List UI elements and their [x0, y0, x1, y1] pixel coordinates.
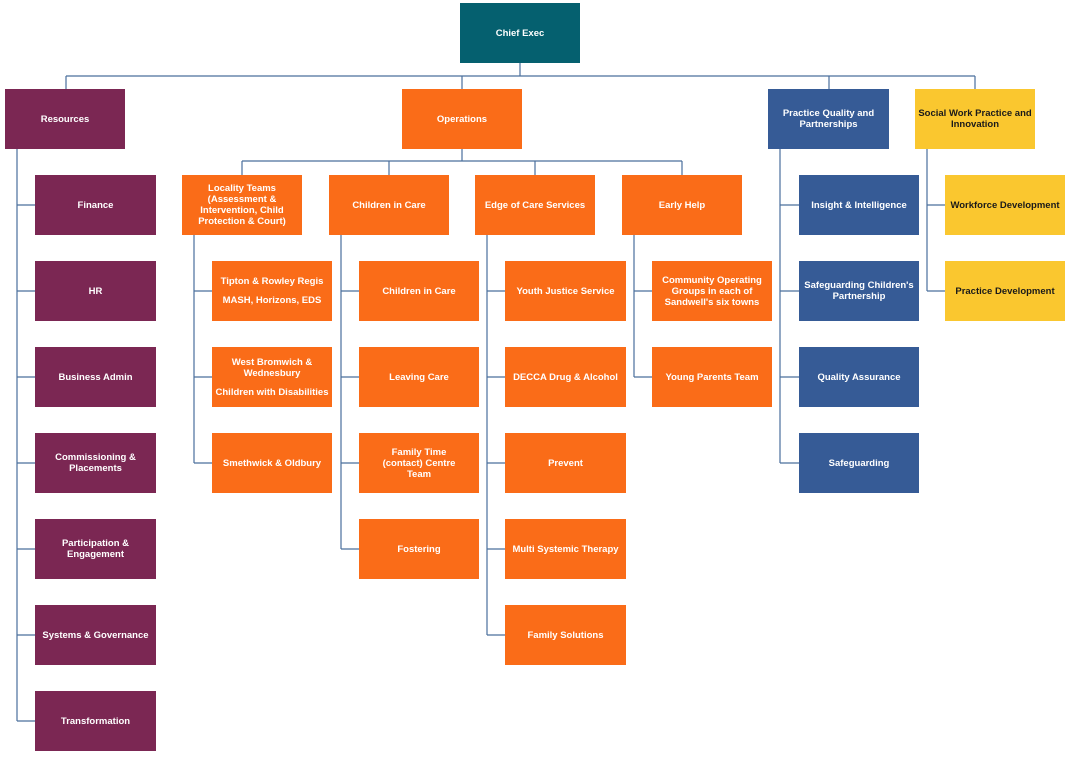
connector	[193, 235, 213, 464]
children-in-care-item: Leaving Care	[359, 347, 479, 407]
locality-item: Smethwick & Oldbury	[212, 433, 332, 493]
resources-item-label: Systems & Governance	[42, 629, 149, 641]
children-in-care-item-label: Fostering	[397, 543, 441, 555]
edge-of-care-item: Multi Systemic Therapy	[505, 519, 626, 579]
social-work-practice-label: Social Work Practice and Innovation	[918, 108, 1032, 130]
resources-item-label: Transformation	[60, 715, 131, 727]
edge-of-care-item: Youth Justice Service	[505, 261, 626, 321]
resources-item: Business Admin	[35, 347, 156, 407]
early-help-item: Community Operating Groups in each of Sa…	[652, 261, 772, 321]
resources-label: Resources	[40, 113, 90, 125]
resources-item-label: Participation & Engagement	[61, 538, 130, 560]
edge-of-care-label: Edge of Care Services	[484, 199, 586, 211]
edge-of-care-item-label: DECCA Drug & Alcohol	[513, 371, 618, 383]
resources-item: Finance	[35, 175, 156, 235]
children-in-care-item: Fostering	[359, 519, 479, 579]
locality-item-label: West Bromwich & Wednesbury	[231, 356, 313, 379]
connector	[779, 149, 800, 464]
edge-of-care-item-label: Prevent	[548, 457, 583, 469]
practice-item-label: Insight & Intelligence	[811, 199, 907, 211]
practice-item: Quality Assurance	[799, 347, 919, 407]
resources-item: Transformation	[35, 691, 156, 751]
edge-of-care-item: Family Solutions	[505, 605, 626, 665]
locality-item-label: Smethwick & Oldbury	[222, 457, 322, 469]
locality-item: West Bromwich & Wednesbury Children with…	[212, 347, 332, 407]
children-in-care-box: Children in Care	[329, 175, 449, 235]
connector	[486, 235, 506, 636]
chief-exec-box: Chief Exec	[460, 3, 580, 63]
early-help-label: Early Help	[658, 199, 706, 211]
locality-teams-label: Locality Teams	[208, 183, 276, 194]
early-help-item: Young Parents Team	[652, 347, 772, 407]
social-work-practice-box: Social Work Practice and Innovation	[915, 89, 1035, 149]
resources-item: Systems & Governance	[35, 605, 156, 665]
practice-quality-box: Practice Quality and Partnerships	[768, 89, 889, 149]
connector	[633, 235, 653, 378]
practice-item-label: Quality Assurance	[817, 371, 901, 383]
practice-item: Insight & Intelligence	[799, 175, 919, 235]
locality-teams-sublabel: (Assessment & Intervention, Child Protec…	[198, 194, 286, 227]
early-help-item-label: Community Operating Groups in each of Sa…	[662, 274, 762, 308]
edge-of-care-item-label: Youth Justice Service	[516, 285, 615, 297]
children-in-care-item: Family Time (contact) Centre Team	[359, 433, 479, 493]
operations-label: Operations	[436, 113, 488, 125]
edge-of-care-item: Prevent	[505, 433, 626, 493]
locality-item-sublabel: MASH, Horizons, EDS	[222, 295, 322, 306]
connector	[340, 235, 360, 550]
children-in-care-item-label: Children in Care	[382, 285, 456, 297]
children-in-care-item-label: Family Time (contact) Centre Team	[382, 446, 456, 480]
early-help-box: Early Help	[622, 175, 742, 235]
edge-of-care-box: Edge of Care Services	[475, 175, 595, 235]
practice-item: Safeguarding Children's Partnership	[799, 261, 919, 321]
connector	[926, 149, 946, 292]
connector	[65, 63, 976, 90]
children-in-care-label: Children in Care	[352, 199, 426, 211]
resources-item: Commissioning & Placements	[35, 433, 156, 493]
connector	[16, 149, 36, 722]
locality-item-label: Tipton & Rowley Regis	[220, 276, 324, 287]
resources-item-label: HR	[88, 285, 103, 297]
practice-item: Safeguarding	[799, 433, 919, 493]
resources-item-label: Finance	[77, 199, 114, 211]
edge-of-care-item-label: Multi Systemic Therapy	[512, 543, 619, 555]
social-work-item: Workforce Development	[945, 175, 1065, 235]
connector	[241, 149, 683, 176]
social-work-item-label: Workforce Development	[950, 199, 1060, 211]
early-help-item-label: Young Parents Team	[665, 371, 759, 383]
locality-item-sublabel: Children with Disabilities	[215, 386, 329, 398]
operations-box: Operations	[402, 89, 522, 149]
children-in-care-item: Children in Care	[359, 261, 479, 321]
resources-box: Resources	[5, 89, 125, 149]
practice-item-label: Safeguarding Children's Partnership	[804, 280, 914, 302]
resources-item: HR	[35, 261, 156, 321]
edge-of-care-item-label: Family Solutions	[527, 629, 604, 641]
locality-item: Tipton & Rowley Regis MASH, Horizons, ED…	[212, 261, 332, 321]
resources-item-label: Commissioning & Placements	[55, 452, 136, 474]
social-work-item: Practice Development	[945, 261, 1065, 321]
locality-teams-box: Locality Teams (Assessment & Interventio…	[182, 175, 302, 235]
practice-quality-label: Practice Quality and Partnerships	[782, 108, 875, 130]
social-work-item-label: Practice Development	[955, 285, 1055, 297]
edge-of-care-item: DECCA Drug & Alcohol	[505, 347, 626, 407]
chief-exec-label: Chief Exec	[495, 27, 545, 39]
resources-item: Participation & Engagement	[35, 519, 156, 579]
children-in-care-item-label: Leaving Care	[389, 371, 449, 383]
practice-item-label: Safeguarding	[828, 457, 890, 469]
resources-item-label: Business Admin	[58, 371, 133, 383]
